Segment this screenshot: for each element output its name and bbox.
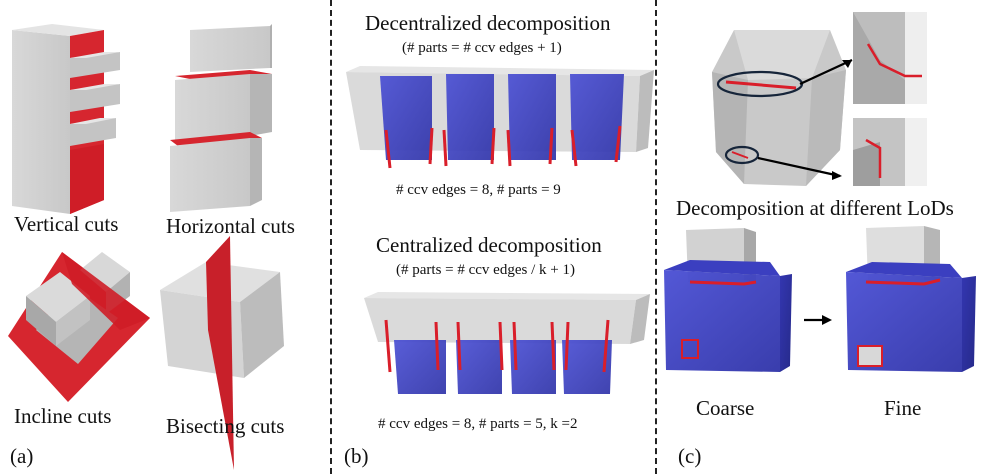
decentralized-stats: # ccv edges = 8, # parts = 9 xyxy=(396,182,561,198)
centralized-bar xyxy=(364,292,650,394)
centralized-stats: # ccv edges = 8, # parts = 5, k =2 xyxy=(378,416,578,432)
divider-right xyxy=(655,0,657,474)
caption-bisecting-cuts: Bisecting cuts xyxy=(166,414,285,438)
divider-left xyxy=(330,0,332,474)
horizontal-cuts-shape xyxy=(170,24,272,212)
centralized-title: Centralized decomposition xyxy=(376,233,602,257)
lod-arrow xyxy=(804,315,832,325)
coarse-label: Coarse xyxy=(696,396,755,420)
caption-vertical-cuts: Vertical cuts xyxy=(14,212,119,236)
zoom-inset-top xyxy=(853,12,927,104)
lod-polyhedron xyxy=(712,30,853,186)
panel-label-b: (b) xyxy=(344,444,369,468)
decentralized-formula: (# parts = # ccv edges + 1) xyxy=(402,40,562,56)
centralized-formula: (# parts = # ccv edges / k + 1) xyxy=(396,262,575,278)
zoom-inset-bottom xyxy=(853,118,927,186)
caption-horizontal-cuts: Horizontal cuts xyxy=(166,214,295,238)
decentralized-bar xyxy=(346,66,654,169)
lod-title: Decomposition at different LoDs xyxy=(676,196,954,220)
panel-label-c: (c) xyxy=(678,444,702,468)
coarse-model xyxy=(664,228,792,372)
fine-model xyxy=(846,226,976,372)
vertical-cuts-shape xyxy=(12,24,120,214)
decentralized-title: Decentralized decomposition xyxy=(365,11,611,35)
caption-incline-cuts: Incline cuts xyxy=(14,404,112,428)
fine-label: Fine xyxy=(884,396,922,420)
panel-label-a: (a) xyxy=(10,444,34,468)
incline-cuts-shape xyxy=(8,252,150,402)
bisecting-cuts-shape xyxy=(160,236,284,470)
